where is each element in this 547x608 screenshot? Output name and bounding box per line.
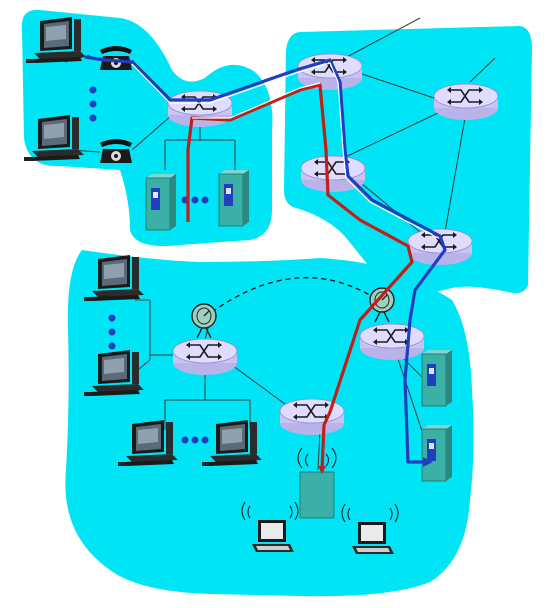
router-icon [172,338,238,376]
blue-path [84,55,447,467]
wireless-access-point-icon [297,447,337,519]
server-icon [421,424,453,482]
server-icon [218,169,250,227]
ellipsis-dots-icon [181,196,209,204]
server-icon [421,349,453,407]
red-path [186,82,414,474]
telephone-icon [100,46,132,70]
ellipsis-dots-icon [181,436,209,444]
server-icon [145,173,177,231]
telephone-icon [100,139,132,163]
ellipsis-dots-icon [108,314,116,350]
router-icon [433,83,499,121]
ellipsis-dots-icon [89,86,97,122]
router-icon [359,323,425,361]
satellite-link [211,277,379,313]
router-icon [279,398,345,436]
network-region-top-left [21,9,273,247]
